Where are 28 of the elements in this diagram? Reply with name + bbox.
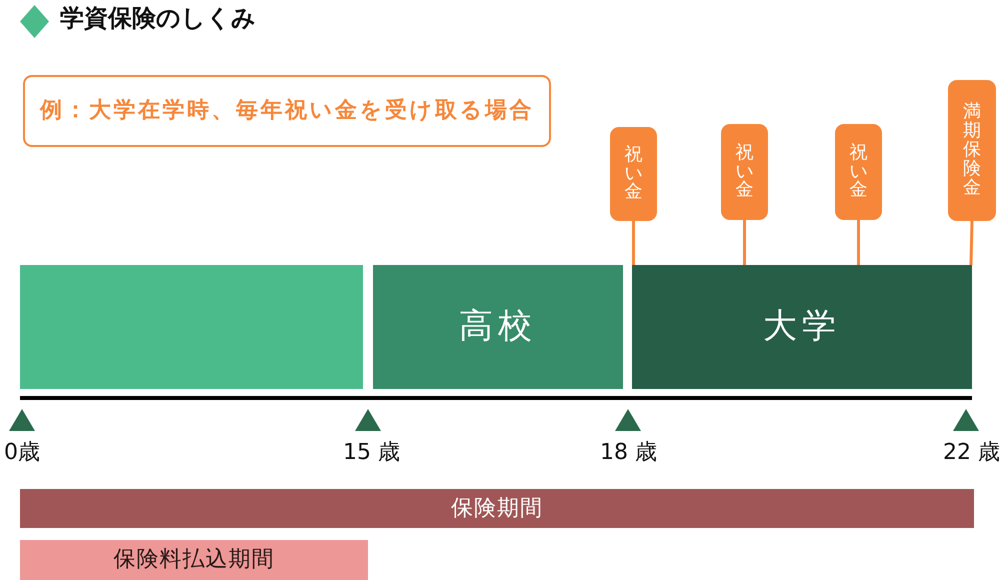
payout-text: 祝い金 — [624, 146, 642, 202]
example-note-frame — [23, 75, 551, 147]
age-label: 15 歳 — [343, 440, 400, 466]
age-label: 22 歳 — [943, 440, 1000, 466]
school-stage-band — [632, 265, 972, 389]
period-bar — [20, 489, 974, 528]
age-label: 0歳 — [4, 440, 40, 466]
period-label: 保険期間 — [451, 496, 543, 522]
payout-text: 祝い金 — [736, 144, 754, 200]
stage-label: 高校 — [459, 307, 537, 347]
leader-line — [632, 221, 635, 265]
payout-tag — [610, 127, 657, 221]
payout-tag — [948, 80, 996, 221]
period-bar — [20, 540, 368, 580]
payout-tag — [835, 124, 882, 220]
school-stage-band — [373, 265, 623, 389]
payout-tag — [721, 124, 768, 220]
age-label: 18 歳 — [600, 440, 657, 466]
page-title: 学資保険のしくみ — [60, 5, 256, 33]
period-label: 保険料払込期間 — [114, 547, 274, 573]
leader-line — [857, 220, 860, 265]
payout-text: 祝い金 — [850, 144, 868, 200]
leader-line — [743, 220, 746, 265]
stage-label: 大学 — [763, 307, 841, 347]
example-note-text: 例：大学在学時、毎年祝い金を受け取る場合 — [40, 98, 534, 124]
payout-text: 満期保険金 — [963, 103, 981, 198]
school-stage-band — [20, 265, 363, 389]
leader-line — [970, 220, 974, 266]
